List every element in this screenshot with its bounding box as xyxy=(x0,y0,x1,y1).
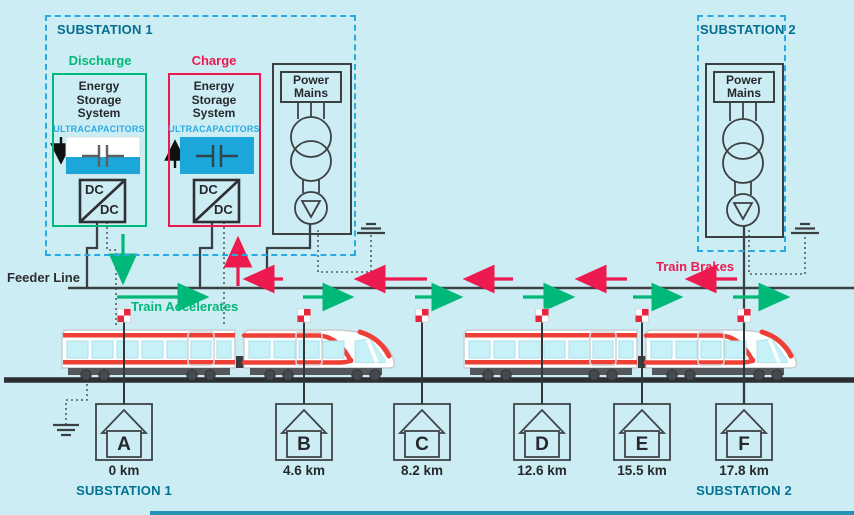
power-mains2-box xyxy=(705,63,784,238)
rectifier-icon xyxy=(300,200,322,219)
discharge-ess-title: Energy Storage System xyxy=(76,79,122,120)
power-mains2-label: Power Mains xyxy=(713,71,775,103)
station-icon xyxy=(95,403,773,461)
station-letter: A xyxy=(117,434,131,455)
power-mains1-label: Power Mains xyxy=(280,71,342,103)
station-distance: 0 km xyxy=(108,463,140,478)
power-mains1-box xyxy=(272,63,352,235)
signal-flag-icon xyxy=(117,308,751,323)
footer-substation1-label: SUBSTATION 1 xyxy=(76,483,172,498)
charge-ess-box xyxy=(168,73,261,227)
substation2-title: SUBSTATION 2 xyxy=(700,22,796,37)
charge-dc-bottom: DC xyxy=(214,202,233,217)
charge-ess-title: Energy Storage System xyxy=(191,79,237,120)
station-letter: D xyxy=(535,434,549,455)
station-letter: E xyxy=(635,434,649,455)
station-letter: F xyxy=(738,434,750,455)
discharge-label: Discharge xyxy=(68,53,132,68)
station-letter: B xyxy=(297,434,311,455)
substation1-enclosure xyxy=(45,15,356,256)
discharge-dc-bottom: DC xyxy=(100,202,119,217)
transformer-icon xyxy=(290,102,764,227)
station-poles xyxy=(117,308,751,404)
station-distance: 4.6 km xyxy=(282,463,326,478)
ultracapacitor-bank-charge xyxy=(180,137,254,174)
station-distance: 8.2 km xyxy=(400,463,444,478)
train-brakes-label: Train Brakes xyxy=(656,259,735,274)
ground-icon xyxy=(53,222,819,437)
charge-ultracap-label: ULTRACAPACITORS xyxy=(168,124,260,134)
station-distance: 12.6 km xyxy=(517,463,567,478)
discharge-ess-box xyxy=(52,73,147,227)
brake-current-arrows xyxy=(223,235,737,294)
footer-substation2-label: SUBSTATION 2 xyxy=(696,483,792,498)
accelerate-current-arrows xyxy=(108,234,791,312)
charge-label: Charge xyxy=(191,53,237,68)
charge-dc-top: DC xyxy=(199,182,218,197)
rectifier-icon xyxy=(732,202,754,221)
discharge-ultracap-label: ULTRACAPACITORS xyxy=(53,124,145,134)
train-accelerates-label: Train Accelerates xyxy=(131,299,239,314)
train-1 xyxy=(62,330,394,380)
substation1-title: SUBSTATION 1 xyxy=(57,22,153,37)
station-letter: C xyxy=(415,434,429,455)
dc-dc-converter-icon xyxy=(78,178,241,224)
substation2-enclosure xyxy=(697,15,786,252)
discharge-dc-top: DC xyxy=(85,182,104,197)
train-2 xyxy=(464,330,796,380)
capacitor-icon xyxy=(196,145,238,167)
feeder-line-label: Feeder Line xyxy=(7,270,80,285)
station-distance: 15.5 km xyxy=(617,463,667,478)
discharge-wire xyxy=(85,222,99,287)
capacitor-icon xyxy=(82,145,124,167)
station-distance: 17.8 km xyxy=(719,463,769,478)
ultracapacitor-bank-discharge xyxy=(65,136,141,175)
charge-wire xyxy=(198,222,214,287)
bottom-border-bar xyxy=(150,511,854,515)
